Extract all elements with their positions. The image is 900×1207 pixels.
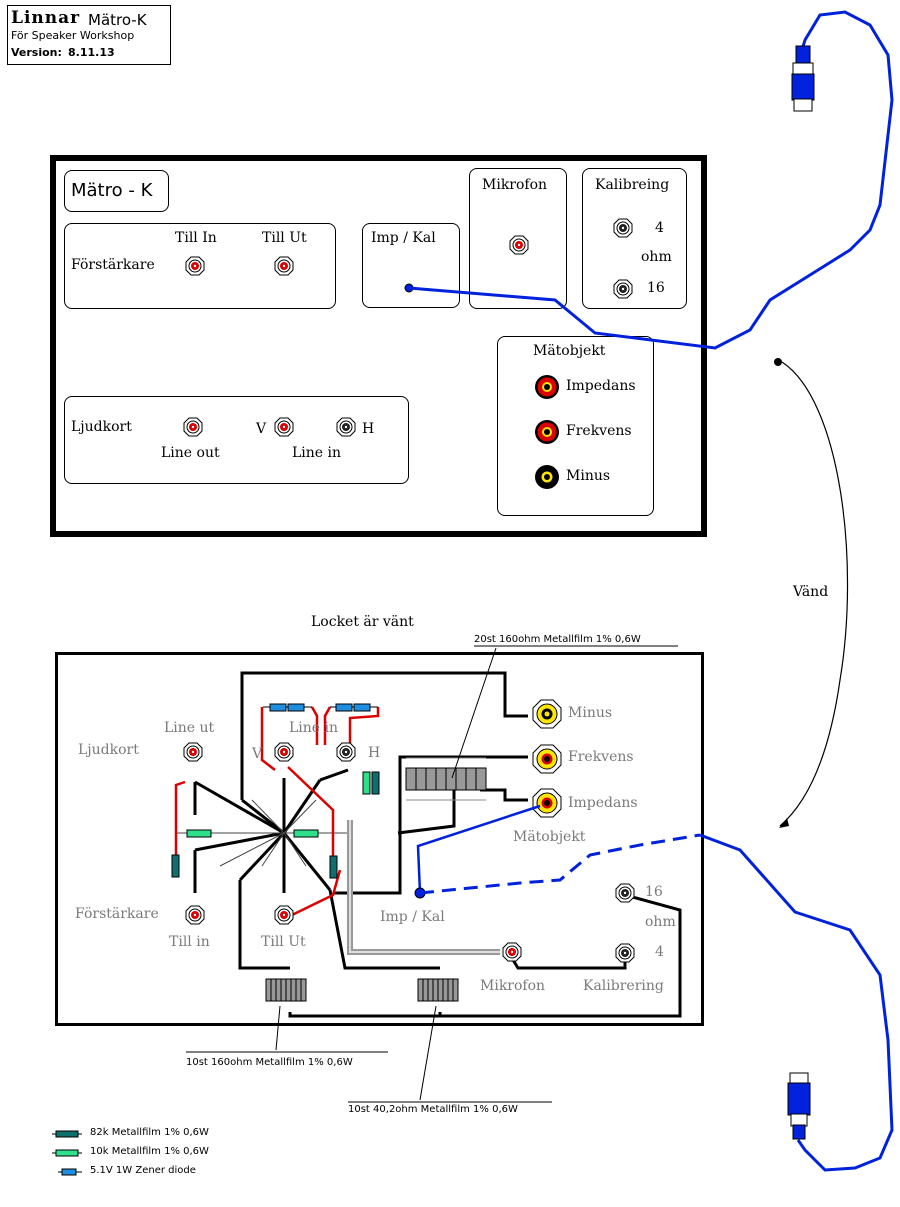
impedance-label: Impedans bbox=[566, 378, 636, 394]
top-cable bbox=[408, 10, 894, 350]
back-cal-4-label: 4 bbox=[655, 944, 664, 960]
back-panel bbox=[55, 652, 704, 1026]
back-calibration-label: Kalibrering bbox=[583, 978, 664, 994]
calibration-label: Kalibreing bbox=[595, 177, 670, 193]
back-right-label: H bbox=[368, 745, 381, 761]
calibration-box: Kalibreing 4 ohm 16 bbox=[582, 168, 687, 309]
line-in-left-jack bbox=[274, 417, 294, 437]
flip-start-dot bbox=[774, 358, 782, 366]
line-out-jack bbox=[183, 417, 203, 437]
microphone-label: Mikrofon bbox=[482, 177, 548, 193]
back-minus-label: Minus bbox=[568, 705, 613, 721]
line-in-label: Line in bbox=[292, 445, 342, 461]
version-label: Version: bbox=[11, 46, 62, 59]
back-line-out-label: Line ut bbox=[164, 720, 215, 736]
frequency-post bbox=[535, 420, 559, 444]
line-out-label: Line out bbox=[161, 445, 220, 461]
back-frequency-post bbox=[532, 744, 562, 774]
bottom-plug bbox=[787, 1072, 811, 1140]
cal-four: 4 bbox=[655, 220, 664, 236]
back-imp-wire bbox=[416, 804, 541, 894]
back-impedance-post bbox=[532, 788, 562, 818]
back-impedance-label: Impedans bbox=[568, 795, 638, 811]
soundcard-box: Ljudkort Line out Line in V H bbox=[64, 396, 409, 484]
back-cal-16-label: 16 bbox=[645, 884, 663, 900]
back-cal-ohm-label: ohm bbox=[645, 914, 676, 930]
back-line-in-label: Line in bbox=[289, 720, 339, 736]
cal-16-jack bbox=[613, 279, 633, 299]
back-minus-post bbox=[532, 699, 562, 729]
legend-item: 10k Metallfilm 1% 0,6W bbox=[90, 1146, 209, 1157]
back-dut-label: Mätobjekt bbox=[513, 829, 586, 845]
back-frequency-label: Frekvens bbox=[568, 749, 634, 765]
amp-in-jack bbox=[185, 256, 205, 276]
back-microphone-label: Mikrofon bbox=[480, 978, 546, 994]
line-in-right-jack bbox=[336, 417, 356, 437]
back-amp-in-jack bbox=[185, 905, 205, 925]
flip-arrowhead bbox=[779, 818, 789, 828]
back-cal-16-jack bbox=[615, 883, 635, 903]
version-value: 8.11.13 bbox=[68, 46, 115, 59]
product-name: Mätro-K bbox=[88, 11, 147, 29]
imp-kal-box: Imp / Kal bbox=[362, 223, 460, 308]
amp-in-label: Till In bbox=[175, 230, 217, 246]
panel-name-box: Mätro - K bbox=[64, 170, 169, 212]
back-imp-kal-label: Imp / Kal bbox=[380, 909, 445, 925]
back-amplifier-label: Förstärkare bbox=[75, 906, 159, 922]
back-microphone-jack bbox=[502, 942, 522, 962]
back-soundcard-label: Ljudkort bbox=[78, 742, 139, 758]
right-channel-label: H bbox=[362, 421, 375, 437]
amp-label: Förstärkare bbox=[71, 257, 155, 273]
minus-label: Minus bbox=[566, 468, 611, 484]
back-amp-in-label: Till in bbox=[169, 934, 210, 950]
dut-label: Mätobjekt bbox=[533, 343, 606, 359]
lid-title: Locket är vänt bbox=[311, 614, 414, 630]
back-cable-dashed bbox=[419, 833, 701, 895]
bottom-cable bbox=[699, 833, 894, 1172]
legend-swatches bbox=[52, 1130, 82, 1176]
back-line-in-right-jack bbox=[336, 742, 356, 762]
back-amp-out-label: Till Ut bbox=[261, 934, 306, 950]
title-block: Linnar Mätro-K För Speaker Workshop Vers… bbox=[7, 5, 171, 65]
amp-out-label: Till Ut bbox=[262, 230, 307, 246]
black-wires bbox=[193, 671, 682, 1018]
note-top-resistors: 20st 160ohm Metallfilm 1% 0,6W bbox=[474, 634, 641, 645]
resistor-pack-top bbox=[405, 757, 487, 801]
cal-sixteen: 16 bbox=[647, 280, 665, 296]
cal-ohm: ohm bbox=[641, 249, 672, 265]
imp-kal-label: Imp / Kal bbox=[371, 230, 436, 246]
back-amp-out-jack bbox=[274, 905, 294, 925]
red-wires bbox=[174, 706, 380, 917]
back-resistors bbox=[171, 703, 380, 879]
frequency-label: Frekvens bbox=[566, 423, 632, 439]
top-plug bbox=[791, 45, 815, 112]
subtitle: För Speaker Workshop bbox=[11, 29, 135, 42]
microphone-jack bbox=[509, 235, 529, 255]
back-left-label: V bbox=[252, 746, 263, 762]
soundcard-label: Ljudkort bbox=[71, 419, 132, 435]
left-channel-label: V bbox=[256, 421, 267, 437]
legend-item: 5.1V 1W Zener diode bbox=[90, 1165, 196, 1176]
back-line-out-jack bbox=[183, 742, 203, 762]
cal-4-jack bbox=[613, 218, 633, 238]
note-right-resistors: 10st 40,2ohm Metallfilm 1% 0,6W bbox=[348, 1104, 518, 1115]
impedance-post bbox=[535, 375, 559, 399]
back-line-in-left-jack bbox=[274, 742, 294, 762]
dut-box: Mätobjekt Impedans Frekvens Minus bbox=[497, 336, 654, 516]
note-left-resistors: 10st 160ohm Metallfilm 1% 0,6W bbox=[186, 1057, 353, 1068]
amp-out-jack bbox=[274, 256, 294, 276]
note-leaders bbox=[186, 645, 678, 1103]
legend-item: 82k Metallfilm 1% 0,6W bbox=[90, 1127, 209, 1138]
flip-label: Vänd bbox=[793, 584, 829, 600]
flip-arc bbox=[779, 361, 849, 827]
panel-name: Mätro - K bbox=[71, 180, 153, 201]
minus-post bbox=[535, 465, 559, 489]
resistor-pack-left bbox=[265, 978, 307, 1002]
brand-name: Linnar bbox=[11, 8, 81, 28]
back-cal-4-jack bbox=[615, 943, 635, 963]
resistor-pack-right bbox=[417, 978, 459, 1002]
